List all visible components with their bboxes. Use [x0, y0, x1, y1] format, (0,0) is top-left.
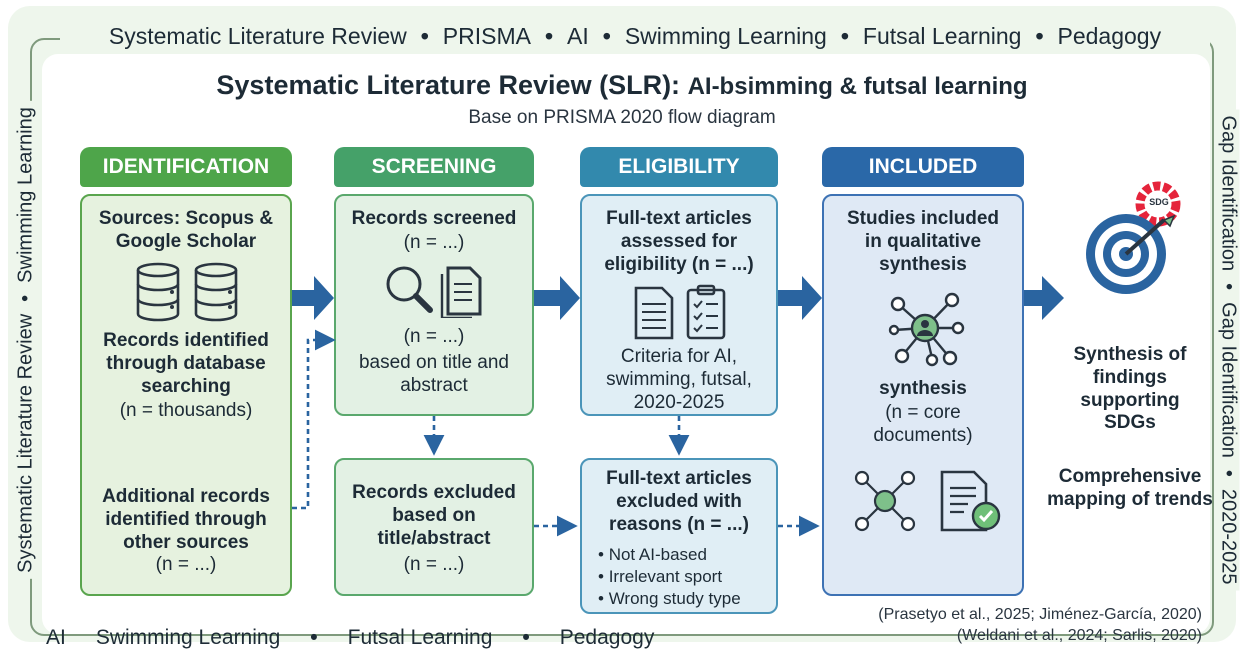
banner-bottom-item: AI: [46, 626, 66, 649]
banner-top-item: Systematic Literature Review: [108, 22, 407, 49]
document-check-icon: [940, 470, 1001, 532]
arrow-screening-to-eligibility: [534, 276, 580, 320]
banner-top-item: PRISMA: [442, 22, 531, 49]
banner-bottom-item: Pedagogy: [559, 626, 655, 649]
page-title: Systematic Literature Review (SLR): AI-b…: [0, 70, 1244, 101]
sources-text: Sources: Scopus & Google Scholar: [98, 208, 274, 252]
network-icon: [888, 292, 965, 367]
list-item: Wrong study type: [598, 588, 741, 610]
records-excluded-count: (n = ...): [403, 554, 465, 575]
small-network-icon: [854, 470, 916, 532]
mapping-trends-text: Comprehensive mapping of trends: [1047, 466, 1213, 510]
banner-bottom-item: Futsal Learning: [347, 626, 493, 649]
database-icon: [136, 262, 238, 322]
citation-2: (Weldani et al., 2024; Sarlis, 2020): [956, 627, 1202, 644]
exclusion-reasons-list: Not AI-based Irrelevant sport Wrong stud…: [598, 544, 741, 610]
citation-1: (Prasetyo et al., 2025; Jiménez-García, …: [878, 606, 1202, 623]
arrow-identification-to-screening: [292, 276, 334, 320]
synthesis-count: (n = core documents): [873, 402, 973, 446]
arrow-eligibility-to-included: [778, 276, 822, 320]
list-item: Not AI-based: [598, 544, 741, 566]
sdg-badge: SDG: [1149, 197, 1169, 207]
banner-top-item: Futsal Learning: [862, 22, 1022, 49]
tab-included: INCLUDED: [822, 147, 1024, 187]
banner-top-item: AI: [567, 22, 589, 49]
screening-mid-count: (n = ...): [403, 326, 465, 347]
records-screened-count: (n = ...): [403, 232, 465, 253]
identification-box: Sources: Scopus & Google Scholar Records…: [80, 194, 292, 596]
eligibility-box: Full-text articles assessed for eligibil…: [580, 194, 778, 416]
additional-records-text: Additional records identified through ot…: [102, 486, 270, 553]
dotted-arrow-additional: [292, 329, 336, 510]
banner-top: Systematic Literature Review• PRISMA• AI…: [60, 20, 1210, 52]
records-excluded-text: Records excluded based on title/abstract: [352, 482, 516, 549]
records-excluded-box: Records excluded based on title/abstract…: [334, 458, 534, 596]
search-document-icon: [386, 266, 482, 318]
eligibility-criteria-text: Criteria for AI, swimming, futsal, 2020-…: [606, 346, 752, 413]
records-identified-text: Records identified through database sear…: [103, 330, 269, 397]
tab-identification: IDENTIFICATION: [80, 147, 292, 187]
tab-eligibility: ELIGIBILITY: [580, 147, 778, 187]
page-subtitle: Base on PRISMA 2020 flow diagram: [468, 107, 776, 128]
sdg-target-icon: [1086, 181, 1181, 294]
fulltext-assessed-text: Full-text articles assessed for eligibil…: [604, 208, 754, 275]
additional-records-count: (n = ...): [155, 554, 217, 575]
synthesis-findings-text: Synthesis of findings supporting SDGs: [1073, 344, 1187, 434]
screening-box: Records screened (n = ...) (n = ...) bas…: [334, 194, 534, 416]
fulltext-excluded-text: Full-text articles excluded with reasons…: [606, 468, 752, 535]
banner-top-item: Swimming Learning: [624, 22, 827, 49]
banner-bottom-item: Swimming Learning: [95, 626, 281, 649]
fulltext-excluded-box: Full-text articles excluded with reasons…: [580, 458, 778, 614]
title-rest: AI-bsimming & futsal learning: [687, 73, 1028, 100]
arrow-included-to-outcome: [1024, 276, 1064, 320]
title-main: Systematic Literature Review (SLR):: [216, 70, 681, 100]
list-item: Irrelevant sport: [598, 566, 741, 588]
banner-bottom: AI Swimming Learning• Futsal Learning• P…: [46, 626, 655, 649]
records-identified-count: (n = thousands): [119, 400, 253, 421]
tab-screening: SCREENING: [334, 147, 534, 187]
included-box: Studies included in qualitative synthesi…: [822, 194, 1024, 596]
screening-basis-text: based on title and abstract: [358, 352, 509, 396]
studies-included-text: Studies included in qualitative synthesi…: [846, 208, 1000, 275]
checklist-icon: [634, 284, 726, 340]
synthesis-text: synthesis: [879, 378, 967, 399]
banner-top-item: Pedagogy: [1057, 22, 1162, 49]
records-screened-text: Records screened: [351, 208, 517, 229]
